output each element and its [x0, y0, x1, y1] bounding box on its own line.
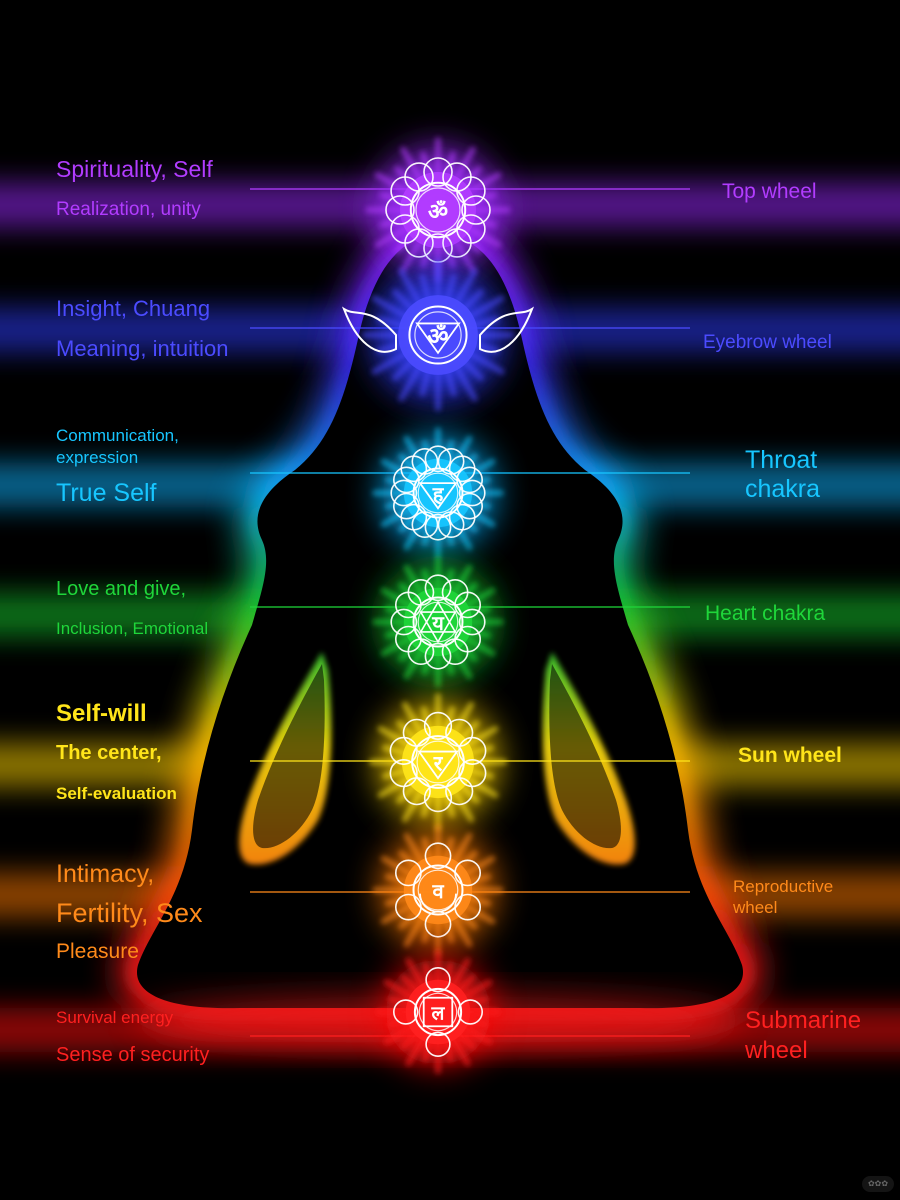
- sacral-chakra-symbol: व: [372, 824, 504, 956]
- throat-left-label-2: True Self: [56, 479, 157, 507]
- solar-plexus-chakra-symbol: र: [369, 693, 507, 831]
- sacral-left-label-0: Intimacy,: [56, 860, 155, 888]
- root-bija-glyph: ल: [431, 1002, 446, 1024]
- solar-plexus-left-label-1: The center,: [56, 742, 162, 764]
- heart-chakra-symbol: य: [372, 556, 504, 688]
- throat-left-label-1: expression: [56, 447, 139, 467]
- heart-left-label-1: Inclusion, Emotional: [56, 618, 209, 638]
- solar-plexus-left-label-2: Self-evaluation: [56, 783, 177, 803]
- crown-bija-glyph: ॐ: [428, 200, 448, 225]
- sacral-left-label-2: Pleasure: [56, 940, 139, 964]
- sacral-left-label-1: Fertility, Sex: [56, 897, 203, 928]
- heart-bija-glyph: य: [431, 611, 445, 635]
- root-right-label-0: Submarine: [745, 1006, 862, 1034]
- throat-right-label-1: chakra: [745, 475, 821, 503]
- throat-left-label-0: Communication,: [56, 425, 179, 445]
- throat-right-label-0: Throat: [745, 446, 818, 474]
- crown-chakra-symbol: ॐ: [365, 137, 511, 283]
- crown-left-label-1: Realization, unity: [56, 198, 201, 220]
- throat-bija-glyph: ह: [432, 482, 445, 506]
- left-arm: [253, 664, 325, 849]
- third-eye-chakra-symbol: ॐ: [341, 259, 535, 411]
- heart-right-label-0: Heart chakra: [705, 602, 826, 626]
- third-eye-bija-glyph: ॐ: [428, 324, 449, 350]
- solar-plexus-bija-glyph: र: [433, 751, 444, 775]
- sacral-bija-glyph: व: [431, 879, 444, 903]
- crown-right-label-0: Top wheel: [722, 180, 817, 204]
- solar-plexus-right-label-0: Sun wheel: [738, 744, 842, 768]
- watermark-logo: ✿✿✿: [862, 1176, 894, 1192]
- heart-left-label-0: Love and give,: [56, 578, 187, 600]
- root-left-label-0: Survival energy: [56, 1007, 174, 1027]
- root-chakra-symbol: ल: [376, 950, 500, 1074]
- third-eye-right-label-0: Eyebrow wheel: [703, 331, 832, 353]
- sacral-right-label-1: wheel: [733, 897, 778, 917]
- chakra-symbols: ॐ ॐ ह य र व ल: [341, 137, 535, 1074]
- crown-left-label-0: Spirituality, Self: [56, 156, 213, 183]
- solar-plexus-left-label-0: Self-will: [56, 699, 147, 727]
- throat-chakra-symbol: ह: [372, 427, 504, 559]
- right-arm: [549, 664, 621, 849]
- third-eye-left-label-1: Meaning, intuition: [56, 335, 229, 361]
- sacral-right-label-0: Reproductive: [733, 876, 834, 896]
- root-right-label-1: wheel: [745, 1036, 808, 1064]
- root-left-label-1: Sense of security: [56, 1044, 210, 1066]
- third-eye-left-label-0: Insight, Chuang: [56, 295, 211, 321]
